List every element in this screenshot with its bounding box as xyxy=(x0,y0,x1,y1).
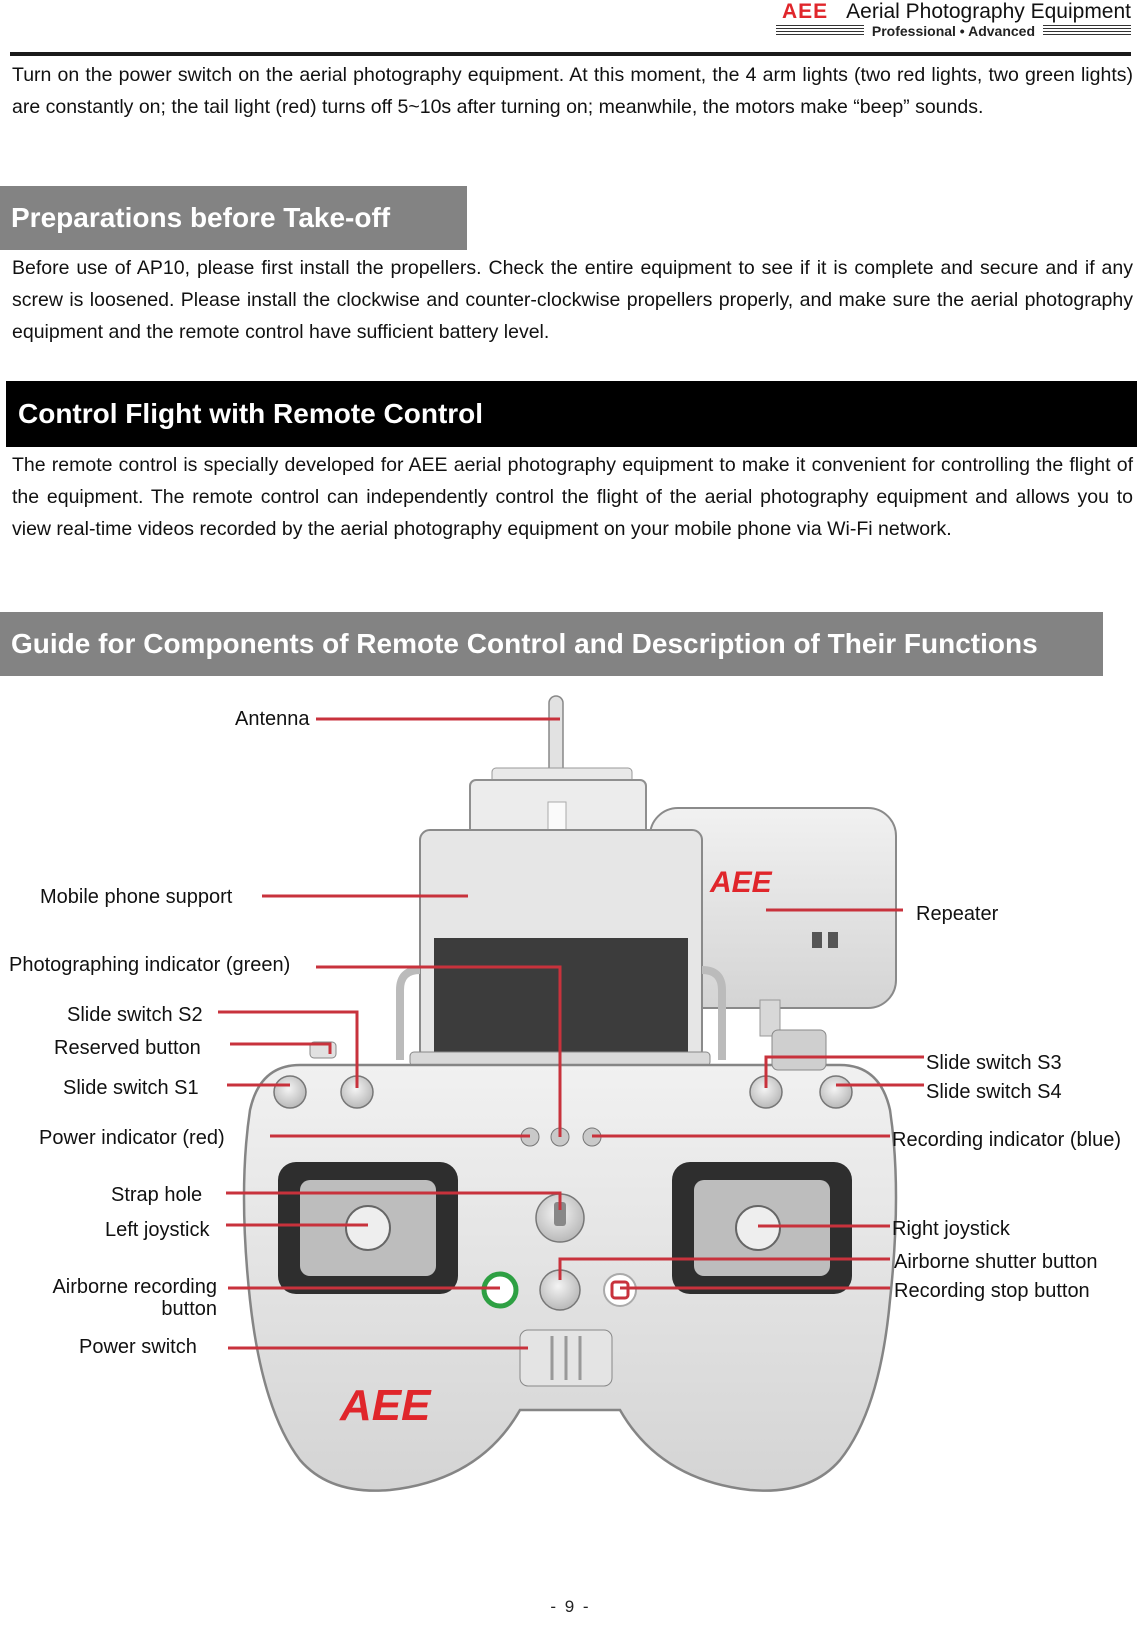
header-title: Aerial Photography Equipment xyxy=(846,0,1131,23)
callout-recording-indicator: Recording indicator (blue) xyxy=(892,1129,1122,1151)
callout-slide-switch-s1: Slide switch S1 xyxy=(63,1077,199,1099)
decorative-lines xyxy=(775,25,864,37)
intro-paragraph: Turn on the power switch on the aerial p… xyxy=(12,64,1133,118)
page-header: AEE Aerial Photography Equipment Professi… xyxy=(711,0,1131,44)
header-tagline: Professional • Advanced xyxy=(871,23,1035,39)
callout-recording-stop-button: Recording stop button xyxy=(894,1280,1090,1302)
callout-reserved-button: Reserved button xyxy=(54,1037,201,1059)
header-rule xyxy=(10,52,1131,56)
section-heading-preparations: Preparations before Take-off xyxy=(0,186,467,250)
section-title: Control Flight with Remote Control xyxy=(18,398,484,429)
callout-slide-switch-s3: Slide switch S3 xyxy=(926,1052,1062,1074)
leader-airborne-shutter-button xyxy=(558,1257,890,1280)
callout-slide-switch-s2: Slide switch S2 xyxy=(67,1004,203,1026)
callout-airborne-recording-line2: button xyxy=(161,1298,217,1320)
callout-mobile-phone-support: Mobile phone support xyxy=(40,886,233,908)
section-heading-components-guide: Guide for Components of Remote Control a… xyxy=(0,612,1103,676)
callout-airborne-shutter-button: Airborne shutter button xyxy=(894,1251,1098,1273)
callout-airborne-recording-button: Airborne recording button xyxy=(20,1276,217,1320)
remote-control-figure: AEE xyxy=(0,690,1141,1560)
callout-left-joystick: Left joystick xyxy=(105,1219,210,1241)
repeater-graphic: AEE xyxy=(649,807,897,1037)
antenna-graphic xyxy=(548,695,564,777)
header-brand: AEE Aerial Photography Equipment xyxy=(782,0,1131,24)
decorative-lines xyxy=(1043,25,1131,37)
repeater-logo: AEE xyxy=(709,866,773,899)
leader-strap-hole xyxy=(226,1191,562,1210)
left-joystick-graphic xyxy=(278,1162,458,1294)
callout-power-indicator: Power indicator (red) xyxy=(39,1127,225,1149)
leader-reserved-button xyxy=(230,1042,332,1054)
section-heading-control-flight: Control Flight with Remote Control xyxy=(6,381,1137,447)
leader-slide-switch-s3 xyxy=(764,1055,924,1088)
remote-control-illustration: AEE xyxy=(218,695,924,1492)
callout-power-switch: Power switch xyxy=(79,1336,197,1358)
callout-slide-switch-s4: Slide switch S4 xyxy=(926,1081,1062,1103)
header-tagline-row: Professional • Advanced xyxy=(751,22,1131,40)
callout-antenna: Antenna xyxy=(235,708,310,730)
leader-slide-switch-s2 xyxy=(218,1010,359,1088)
section-title: Guide for Components of Remote Control a… xyxy=(11,628,1038,659)
callout-photographing-indicator: Photographing indicator (green) xyxy=(9,954,291,976)
leader-photographing-indicator xyxy=(316,965,562,1137)
control-flight-paragraph: The remote control is specially develope… xyxy=(12,454,1133,540)
buttons-graphic xyxy=(481,1269,637,1311)
callout-strap-hole: Strap hole xyxy=(111,1184,203,1206)
page-number: - 9 - xyxy=(550,1597,591,1616)
brand-logo-text: AEE xyxy=(781,0,829,23)
right-joystick-graphic xyxy=(672,1162,852,1294)
controller-logo: AEE xyxy=(339,1381,432,1430)
preparations-paragraph: Before use of AP10, please first install… xyxy=(12,257,1133,343)
callout-repeater: Repeater xyxy=(916,903,999,925)
callout-airborne-recording-line1: Airborne recording xyxy=(52,1276,217,1298)
power-switch-graphic xyxy=(519,1329,613,1387)
leader-lines xyxy=(218,717,924,1350)
callout-right-joystick: Right joystick xyxy=(892,1218,1010,1240)
section-title: Preparations before Take-off xyxy=(11,202,391,233)
